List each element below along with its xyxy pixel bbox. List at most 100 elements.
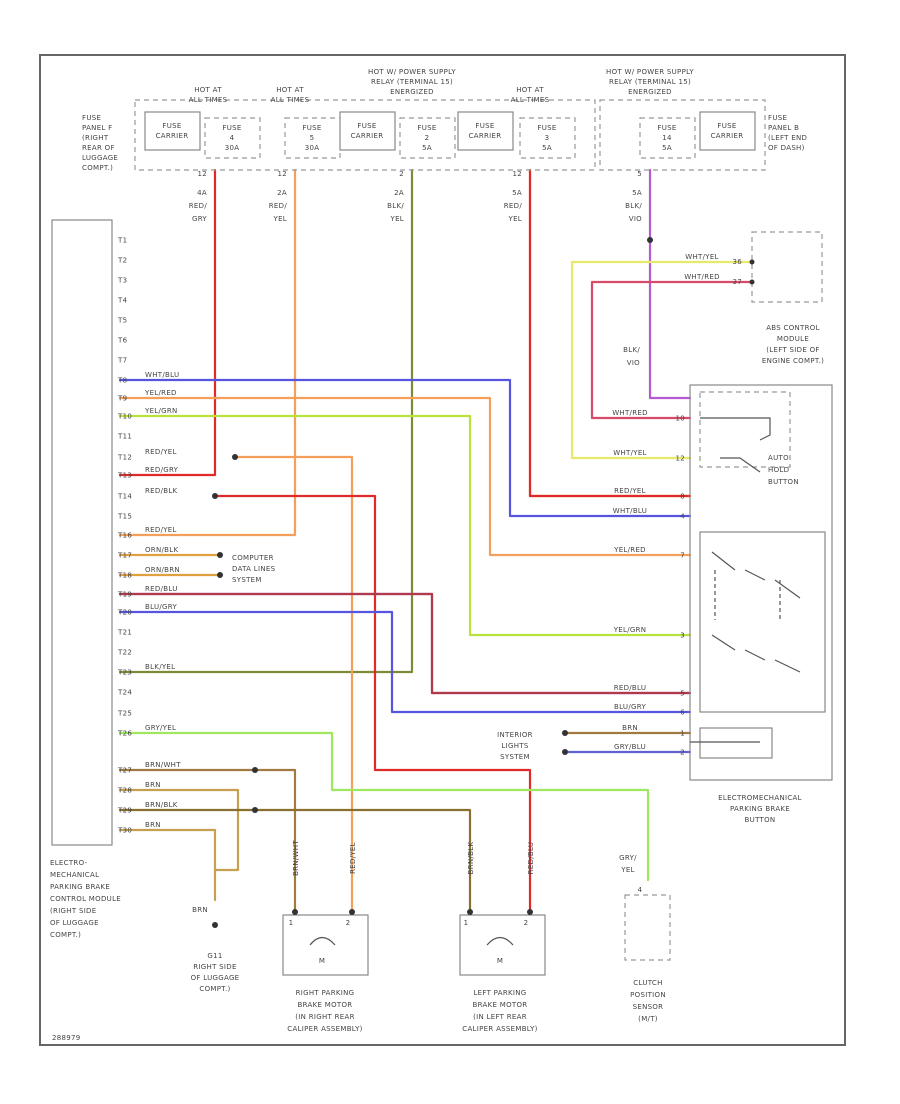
clutch-sensor-label-line-1: POSITION — [630, 991, 666, 999]
fuse-wire-label-1-line-0: 2A — [277, 189, 287, 197]
clutch-sensor-label-line-0: CLUTCH — [633, 979, 662, 987]
module-wire-label-8: ORN/BRN — [145, 566, 180, 574]
module-wire-label-10: BLU/GRY — [145, 603, 177, 611]
module-pin-T25: T25 — [117, 710, 132, 718]
module-pin-T30: T30 — [117, 827, 132, 835]
epb-button-label-line-2: BUTTON — [745, 816, 776, 824]
motor-wire-label-0: BRN/WHT — [292, 840, 300, 876]
module-wire-label-13: BRN/WHT — [145, 761, 181, 769]
fuse-wire-label-3-line-2: YEL — [508, 215, 523, 223]
module-pin-T27: T27 — [117, 767, 132, 775]
abs-module-label-line-0: ABS CONTROL — [766, 324, 820, 332]
module-pin-T14: T14 — [117, 493, 132, 501]
fuse-wire-label-2-line-2: YEL — [390, 215, 405, 223]
fuse-label-0-line-0: FUSE — [222, 124, 241, 132]
clutch-sensor-box — [624, 894, 671, 961]
fuse-pin-0: 12 — [197, 170, 207, 178]
fuse-pin-1: 12 — [277, 170, 287, 178]
blk-vio-label-line-0: BLK/ — [623, 346, 640, 354]
button-wire-label-1: WHT/YEL — [613, 449, 647, 457]
fuse-label-3-line-2: 5A — [542, 144, 552, 152]
computer-data-lines-label-line-2: SYSTEM — [232, 576, 262, 584]
button-wire-label-8: BRN — [622, 724, 638, 732]
switch-contacts — [690, 417, 801, 743]
hot-label-3-line-1: ALL TIMES — [511, 96, 550, 104]
computer-data-lines-label-line-0: COMPUTER — [232, 554, 274, 562]
wire-red-gry — [118, 168, 217, 477]
control-module-label-line-1: MECHANICAL — [50, 871, 99, 879]
abs-pin-0: 36 — [732, 258, 742, 266]
module-pin-T24: T24 — [117, 689, 132, 697]
fuse-panel-f-label-line-4: LUGGAGE — [82, 154, 118, 162]
module-pin-T28: T28 — [117, 787, 132, 795]
right-motor-label-line-1: BRAKE MOTOR — [298, 1001, 353, 1009]
wire-wht-blu — [118, 378, 692, 518]
clutch-wire-label-line-1: YEL — [620, 866, 635, 874]
left-motor-symbol — [486, 936, 514, 946]
left-motor-label-line-0: LEFT PARKING — [473, 989, 526, 997]
fuse-carrier-label-2-line-1: CARRIER — [469, 132, 502, 140]
fuse-carrier-label-1-line-0: FUSE — [357, 122, 376, 130]
interior-switch-box — [699, 727, 773, 759]
epb-button-label-line-0: ELECTROMECHANICAL — [718, 794, 802, 802]
fuse-label-1-line-1: 5 — [310, 134, 315, 142]
wire-wht-yel — [570, 260, 754, 460]
module-wire-label-1: YEL/RED — [144, 389, 177, 397]
fuse-wire-label-3-line-0: 5A — [512, 189, 522, 197]
interior-lights-label-line-0: INTERIOR — [497, 731, 533, 739]
footer-id: 288979 — [52, 1034, 81, 1042]
button-pin-9: 2 — [680, 749, 685, 757]
wire-wht-red — [590, 280, 754, 420]
module-wire-label-9: RED/BLU — [145, 585, 178, 593]
control-module-label-line-2: PARKING BRAKE — [50, 883, 110, 891]
control-module-label-line-6: COMPT.) — [50, 931, 81, 939]
module-pin-T22: T22 — [117, 649, 132, 657]
fuse-label-0-line-1: 4 — [230, 134, 235, 142]
fuse-wire-label-3-line-1: RED/ — [504, 202, 523, 210]
left-motor-pin-1: 2 — [524, 919, 529, 927]
module-pin-T6: T6 — [117, 337, 128, 345]
module-pin-T18: T18 — [117, 572, 132, 580]
fuse-wire-label-1-line-1: RED/ — [269, 202, 288, 210]
module-pin-T10: T10 — [117, 413, 132, 421]
fuse-panel-b-label-line-3: OF DASH) — [768, 144, 805, 152]
button-wire-label-7: BLU/GRY — [614, 703, 646, 711]
fuse-panel-b-label-line-0: FUSE — [768, 114, 787, 122]
module-pin-T4: T4 — [117, 297, 128, 305]
fuse-wire-label-0-line-2: GRY — [192, 215, 207, 223]
module-wire-label-7: ORN/BLK — [145, 546, 178, 554]
right-motor-pin-0: 1 — [289, 919, 294, 927]
fuse-wire-label-1-line-2: YEL — [273, 215, 288, 223]
motor-wire-label-1: RED/YEL — [349, 842, 357, 874]
epb-button-label-line-1: PARKING BRAKE — [730, 805, 790, 813]
wire-brn-1 — [118, 788, 240, 872]
fuse-label-3-line-1: 3 — [545, 134, 550, 142]
fuse-label-1-line-0: FUSE — [302, 124, 321, 132]
hot-label-0-line-1: ALL TIMES — [189, 96, 228, 104]
fuse-wire-label-2-line-0: 2A — [394, 189, 404, 197]
switch-box — [699, 531, 826, 713]
button-wire-label-5: YEL/GRN — [613, 626, 647, 634]
hot-label-4-line-1: RELAY (TERMINAL 15) — [609, 78, 691, 86]
button-pin-8: 1 — [680, 730, 685, 738]
abs-module-box — [751, 231, 823, 303]
fuse-wire-label-4-line-1: BLK/ — [625, 202, 642, 210]
wire-brn-2 — [118, 828, 217, 902]
button-pin-2: 8 — [680, 493, 685, 501]
fuse-wire-label-0-line-0: 4A — [197, 189, 207, 197]
module-pin-T16: T16 — [117, 532, 132, 540]
wire-blk-vio — [648, 168, 692, 400]
fuse-wire-label-2-line-1: BLK/ — [387, 202, 404, 210]
module-pin-T7: T7 — [117, 357, 127, 365]
control-module-label-line-4: (RIGHT SIDE — [50, 907, 96, 915]
wire-red-yel-fuse3-core — [528, 168, 692, 498]
clutch-sensor-label-line-2: SENSOR — [633, 1003, 664, 1011]
button-wire-label-9: GRY/BLU — [614, 743, 646, 751]
module-wire-label-0: WHT/BLU — [145, 371, 179, 379]
button-pin-7: 6 — [680, 709, 685, 717]
abs-pin-1: 37 — [732, 278, 742, 286]
button-pin-3: 4 — [680, 513, 685, 521]
abs-wire-label-1: WHT/RED — [684, 273, 720, 281]
